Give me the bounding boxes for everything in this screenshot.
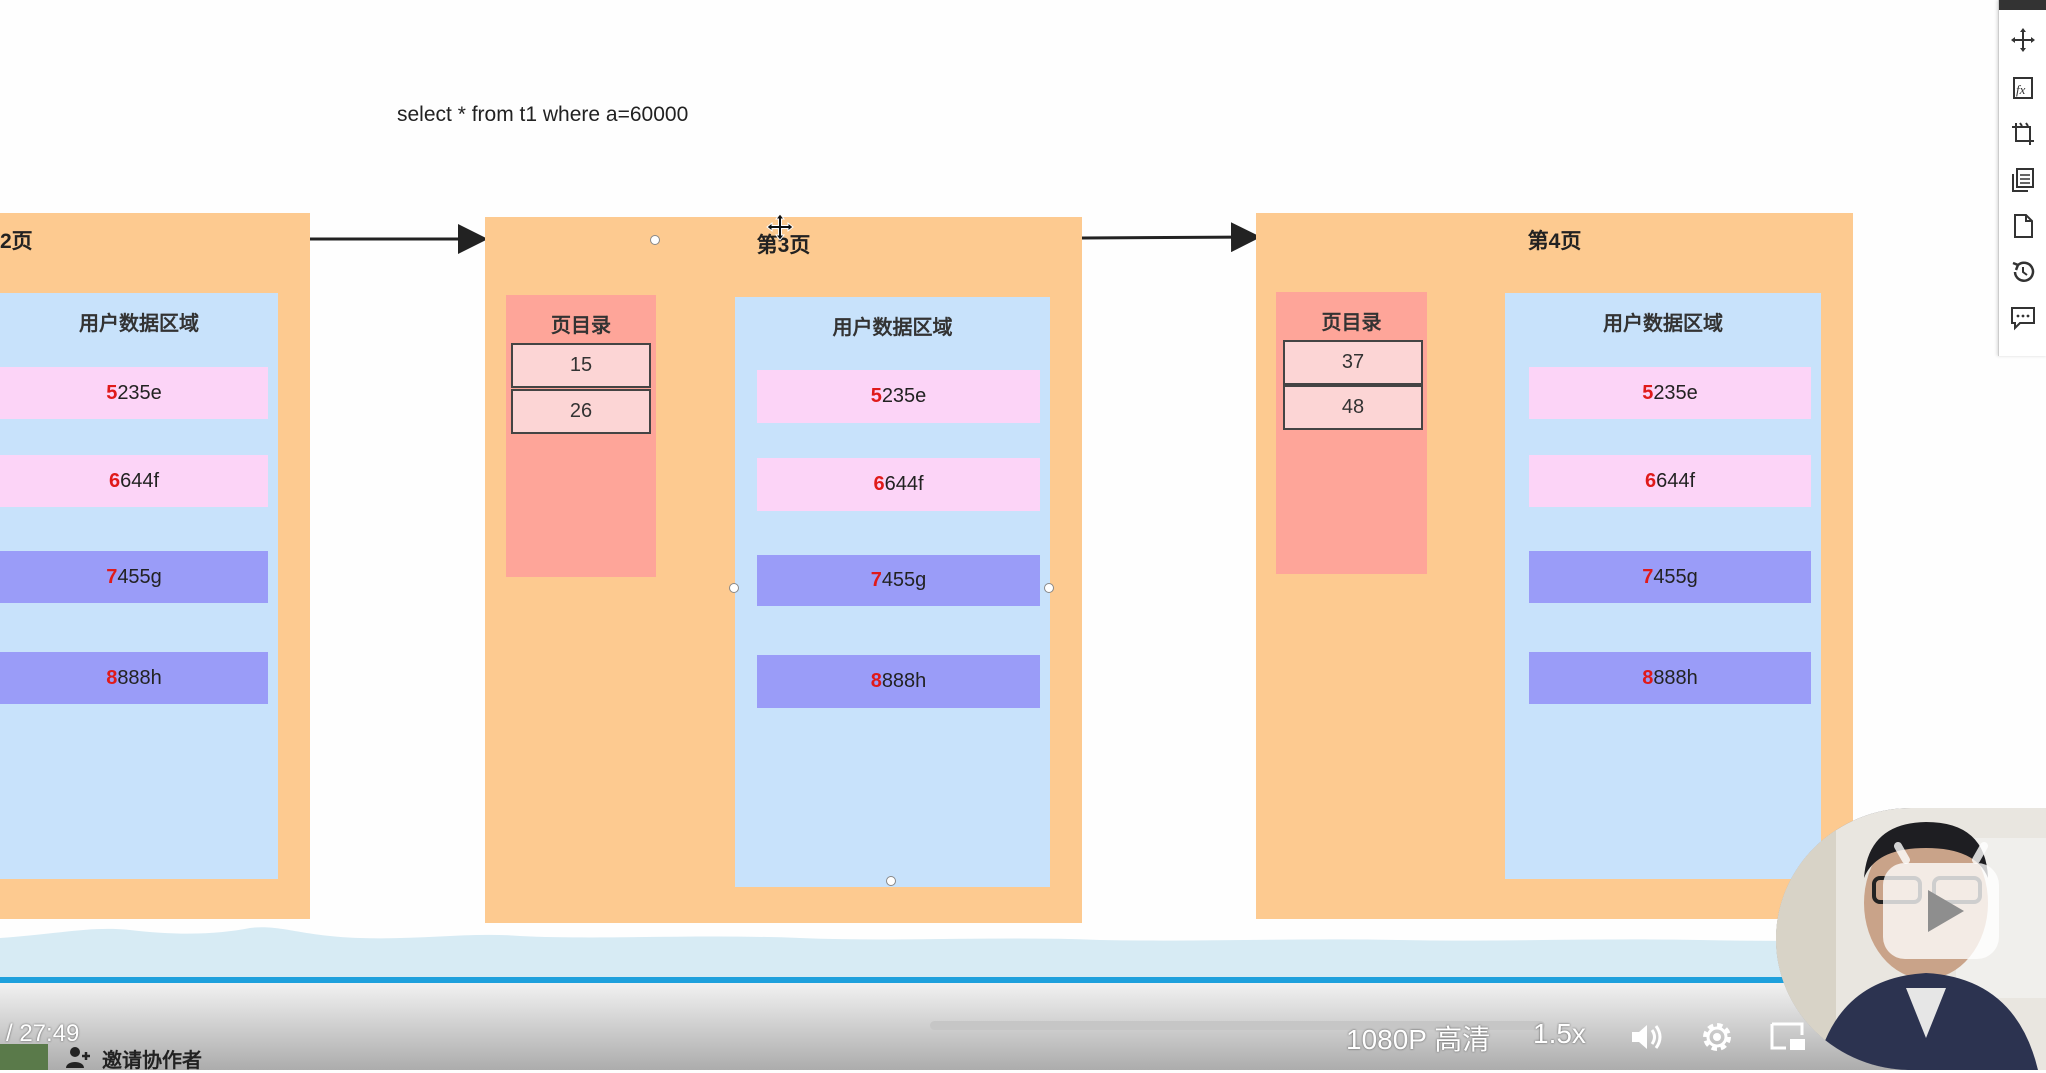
page-directory-title: 页目录 [1321, 312, 1382, 334]
webcam-overlay [1776, 808, 2046, 1070]
page-title: 2页 [0, 230, 33, 253]
crop-icon[interactable] [2009, 120, 2037, 148]
directory-slot: 37 [1283, 340, 1423, 385]
collaborator-avatar [0, 1044, 48, 1070]
directory-slot: 26 [511, 389, 651, 434]
page-title: 第3页 [756, 234, 811, 257]
page-directory: 页目录 [1276, 292, 1427, 574]
quality-selector[interactable]: 1080P 高清 [1346, 1024, 1491, 1055]
page-link-arrow [1081, 222, 1261, 253]
sql-query-text: select * from t1 where a=60000 [397, 103, 689, 126]
time-display: / 27:49 [6, 1020, 80, 1047]
copy-icon[interactable] [2009, 166, 2037, 194]
speed-selector[interactable]: 1.5x [1533, 1018, 1586, 1049]
presenter-image [1776, 808, 2046, 1070]
move-icon[interactable] [2009, 26, 2037, 54]
user-data-area-title: 用户数据区域 [832, 317, 953, 339]
page-title: 第4页 [1527, 230, 1582, 253]
picture-in-picture-icon[interactable] [1768, 1017, 1808, 1057]
progress-fill [0, 977, 1850, 983]
resize-handle[interactable] [1044, 583, 1054, 593]
directory-slot: 15 [511, 343, 651, 388]
svg-text:fx: fx [2016, 82, 2026, 97]
settings-gear-icon[interactable] [1697, 1017, 1737, 1057]
page-directory-title: 页目录 [551, 315, 611, 337]
add-user-icon[interactable] [66, 1046, 92, 1068]
move-cursor-icon [766, 213, 794, 241]
user-data-area-title: 用户数据区域 [79, 313, 199, 335]
audio-waveform [0, 927, 2046, 980]
invite-collaborators-link[interactable]: 邀请协作者 [102, 1050, 202, 1072]
horizontal-scrollbar[interactable] [930, 1021, 1545, 1030]
resize-handle[interactable] [729, 583, 739, 593]
function-icon[interactable]: fx [2009, 74, 2037, 102]
page-directory: 页目录 [506, 295, 656, 577]
toolbar-top-bar [1999, 0, 2046, 10]
resize-handle[interactable] [886, 876, 896, 886]
volume-icon[interactable] [1626, 1017, 1666, 1057]
directory-slot: 48 [1283, 385, 1423, 430]
comment-icon[interactable] [2009, 304, 2037, 332]
page-icon[interactable] [2009, 212, 2037, 240]
history-icon[interactable] [2009, 258, 2037, 286]
resize-handle[interactable] [650, 235, 660, 245]
right-toolbar: fx [1998, 0, 2046, 356]
user-data-area-title: 用户数据区域 [1603, 313, 1723, 335]
